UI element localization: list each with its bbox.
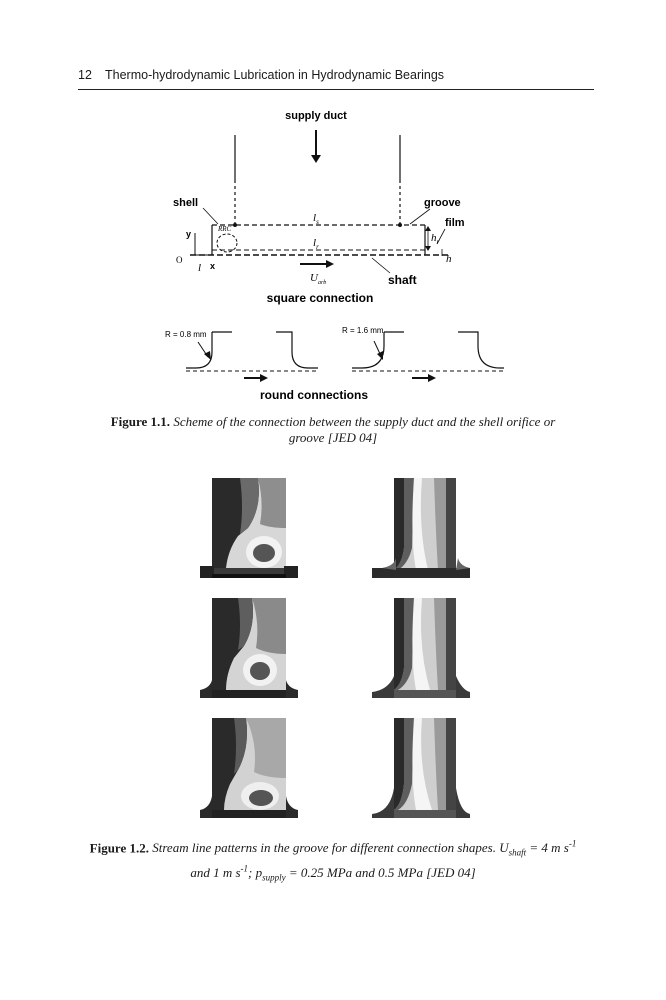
figure-1-2-caption: Figure 1.2. Stream line patterns in the … bbox=[60, 836, 606, 886]
figure-1-2-label: Figure 1.2. bbox=[89, 840, 149, 856]
running-title: Thermo-hydrodynamic Lubrication in Hydro… bbox=[105, 68, 445, 82]
label-l-left: l bbox=[198, 262, 201, 274]
label-hr: hr bbox=[431, 232, 440, 246]
streamline-panel-round-large-u4 bbox=[200, 718, 298, 818]
label-square-connection: square connection bbox=[267, 291, 374, 305]
label-shell: shell bbox=[173, 197, 198, 209]
streamline-panel-round-small-u1 bbox=[372, 598, 470, 698]
round-connection-large-right bbox=[458, 331, 504, 369]
velocity-arrow-head bbox=[326, 260, 334, 268]
streamline-panel-square-u1 bbox=[372, 478, 470, 578]
figure-1-1-caption: Figure 1.1. Scheme of the connection bet… bbox=[100, 414, 566, 446]
label-round-connections: round connections bbox=[260, 388, 368, 402]
label-rrc: RRC bbox=[217, 225, 232, 233]
figure-1-1-label: Figure 1.1. bbox=[110, 414, 171, 429]
axis-x-label: x bbox=[210, 261, 215, 271]
round-connection-small-right bbox=[276, 331, 318, 369]
rrc-circle bbox=[216, 233, 238, 253]
figure-1-1-diagram: supply duct shell RRC y O x l ls lr Uarb… bbox=[165, 110, 504, 402]
page-number: 12 bbox=[78, 68, 92, 82]
streamline-panel-round-large-u1 bbox=[372, 718, 470, 818]
axis-y-label: y bbox=[186, 229, 191, 239]
figure-1-2-text: Stream line patterns in the groove for d… bbox=[152, 839, 577, 883]
label-film: film bbox=[445, 217, 465, 229]
supply-arrow-head bbox=[311, 155, 321, 163]
streamline-panel-square-u4 bbox=[200, 478, 298, 578]
label-shaft: shaft bbox=[388, 273, 417, 287]
label-supply-duct: supply duct bbox=[285, 110, 347, 122]
header-rule bbox=[78, 89, 594, 90]
running-header: 12 Thermo-hydrodynamic Lubrication in Hy… bbox=[78, 66, 594, 88]
label-lr: lr bbox=[313, 237, 319, 251]
label-ls: ls bbox=[313, 212, 319, 226]
label-groove: groove bbox=[424, 197, 461, 209]
figure-1-1-text: Scheme of the connection between the sup… bbox=[173, 414, 556, 445]
label-h: h bbox=[446, 253, 452, 265]
label-radius-small: R = 0.8 mm bbox=[165, 330, 207, 339]
streamline-panel-round-small-u4 bbox=[200, 598, 298, 698]
origin-label: O bbox=[176, 255, 183, 265]
label-u-arb: Uarb bbox=[310, 272, 326, 286]
round-connection-large-left bbox=[352, 331, 404, 369]
label-radius-large: R = 1.6 mm bbox=[342, 326, 384, 335]
round-connection-small-left bbox=[186, 331, 232, 369]
